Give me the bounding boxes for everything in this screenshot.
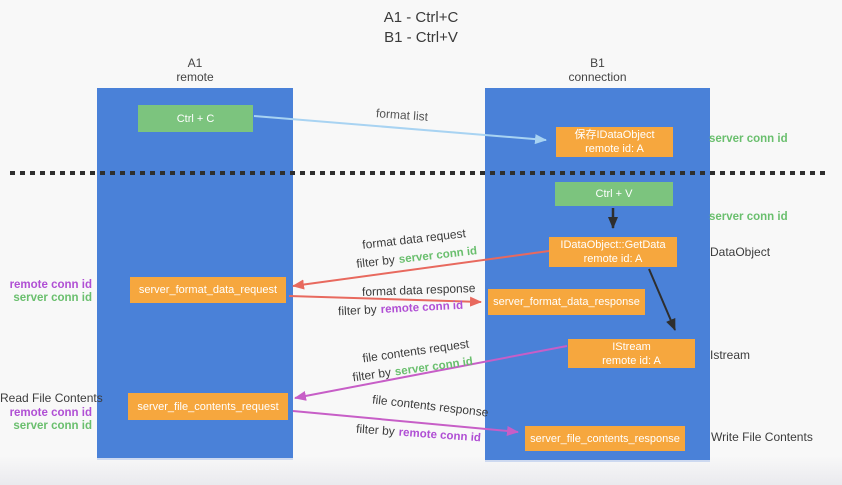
ctrl-v-box: Ctrl + V <box>555 182 673 206</box>
save-dataobject-box: 保存IDataObject remote id: A <box>556 127 673 157</box>
istream-line2: remote id: A <box>602 354 661 367</box>
istream-line1: IStream <box>612 340 651 353</box>
lane-a1-role: remote <box>176 70 214 84</box>
getdata-box: IDataObject::GetData remote id: A <box>549 237 677 267</box>
server-file-contents-request-label: server_file_contents_request <box>137 400 279 413</box>
lane-header-a1: A1 remote <box>97 56 293 84</box>
title-line-b1: B1 - Ctrl+V <box>384 29 458 46</box>
lane-b1-name: B1 <box>590 56 605 70</box>
dataobject-label: DataObject <box>710 245 771 259</box>
read-file-contents-label: Read File Contents <box>0 391 103 405</box>
format-data-response-label: format data response <box>361 281 476 299</box>
server-file-contents-request-box: server_file_contents_request <box>128 393 288 420</box>
remote-conn-id-left-file: remote conn id <box>9 407 92 419</box>
remote-conn-id-left-format: remote conn id <box>9 279 92 291</box>
write-file-contents-label: Write File Contents <box>711 430 813 444</box>
server-file-contents-response-label: server_file_contents_response <box>530 432 680 445</box>
remote-conn-id-text: remote conn id <box>398 426 482 445</box>
ctrl-v-label: Ctrl + V <box>595 188 633 200</box>
lane-a1-name: A1 <box>187 56 203 70</box>
ctrl-c-box: Ctrl + C <box>138 105 253 132</box>
server-format-data-request-box: server_format_data_request <box>130 277 286 303</box>
server-format-data-response-label: server_format_data_response <box>493 296 640 308</box>
server-format-data-response-box: server_format_data_response <box>488 289 645 315</box>
getdata-line1: IDataObject::GetData <box>560 239 666 251</box>
server-file-contents-response-box: server_file_contents_response <box>525 426 685 451</box>
save-dataobject-line1: 保存IDataObject <box>574 129 655 141</box>
filter-by-text: filter by <box>351 365 392 385</box>
istream-box: IStream remote id: A <box>568 339 695 368</box>
filter-by-text: filter by <box>337 302 378 319</box>
server-conn-id-text: server conn id <box>398 245 478 266</box>
getdata-line2: remote id: A <box>583 253 643 265</box>
save-dataobject-line2: remote id: A <box>585 143 644 155</box>
server-conn-id-left-file: server conn id <box>13 420 92 432</box>
server-conn-id-right-mid: server conn id <box>709 211 788 223</box>
file-contents-response-label: file contents response <box>371 392 490 420</box>
istream-side-label: Istream <box>710 348 751 362</box>
lane-b1-role: connection <box>568 70 627 84</box>
server-conn-id-left-format: server conn id <box>13 292 92 304</box>
format-list-label: format list <box>375 106 429 124</box>
server-conn-id-right-top: server conn id <box>709 133 788 145</box>
remote-conn-id-text: remote conn id <box>380 299 464 317</box>
title-line-a1: A1 - Ctrl+C <box>383 9 459 26</box>
server-format-data-request-label: server_format_data_request <box>138 284 278 296</box>
diagram-title: A1 - Ctrl+C B1 - Ctrl+V <box>0 8 842 48</box>
filter-by-text: filter by <box>355 421 396 439</box>
ctrl-c-label: Ctrl + C <box>176 112 215 125</box>
filter-by-text: filter by <box>355 252 396 271</box>
lane-header-b1: B1 connection <box>485 56 710 84</box>
